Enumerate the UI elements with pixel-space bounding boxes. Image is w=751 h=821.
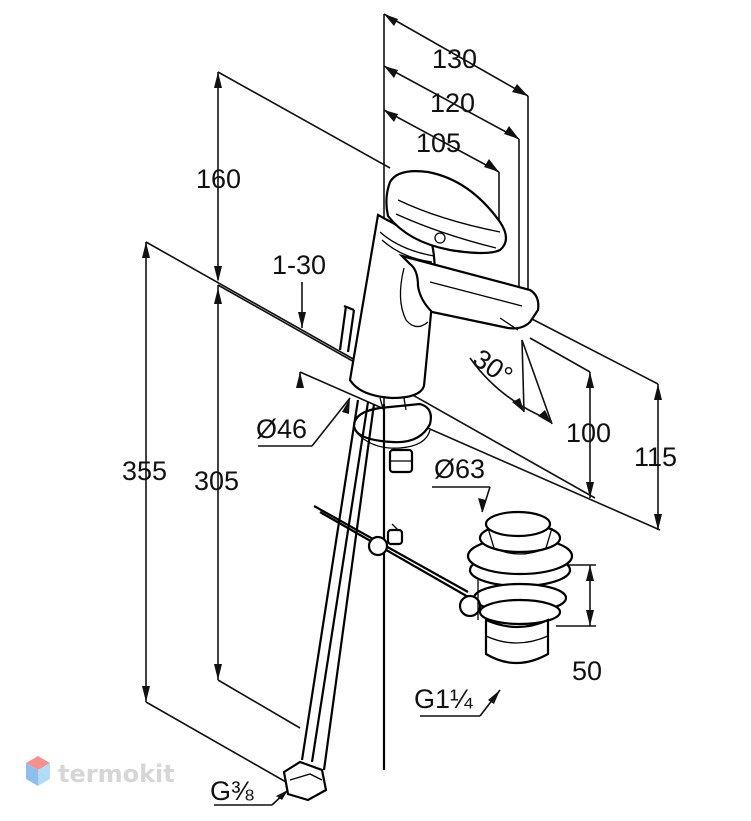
- dim-115-label: 115: [634, 442, 677, 472]
- dim-355-label: 355: [122, 456, 167, 486]
- thread-g1-1-4-label: G1¼: [414, 684, 473, 714]
- dim-46-label: Ø46: [256, 414, 307, 444]
- dim-100-label: 100: [566, 418, 611, 448]
- mounting-hardware: [282, 397, 471, 802]
- dim-30-degree-label: 30°: [467, 343, 518, 391]
- dim-160-label: 160: [196, 164, 241, 194]
- dim-50-label: 50: [572, 656, 602, 686]
- termokit-logo-icon: [26, 756, 50, 786]
- pop-up-drain: [458, 510, 574, 664]
- termokit-watermark-text: termokit: [58, 760, 175, 788]
- dim-63-label: Ø63: [434, 454, 485, 484]
- dim-105-label: 105: [416, 128, 461, 158]
- faucet-body: [338, 170, 540, 400]
- thread-g3-8-label: G⅜: [210, 776, 254, 806]
- dim-305-label: 305: [194, 466, 239, 496]
- dim-120-label: 120: [430, 88, 475, 118]
- termokit-watermark: termokit: [26, 756, 175, 788]
- arrowheads: [142, 14, 662, 800]
- dimension-labels: 130 120 105 160 1-30 Ø46 355 305 Ø63 30°…: [122, 44, 677, 806]
- dim-1-30-label: 1-30: [272, 250, 326, 280]
- dim-130-label: 130: [432, 44, 477, 74]
